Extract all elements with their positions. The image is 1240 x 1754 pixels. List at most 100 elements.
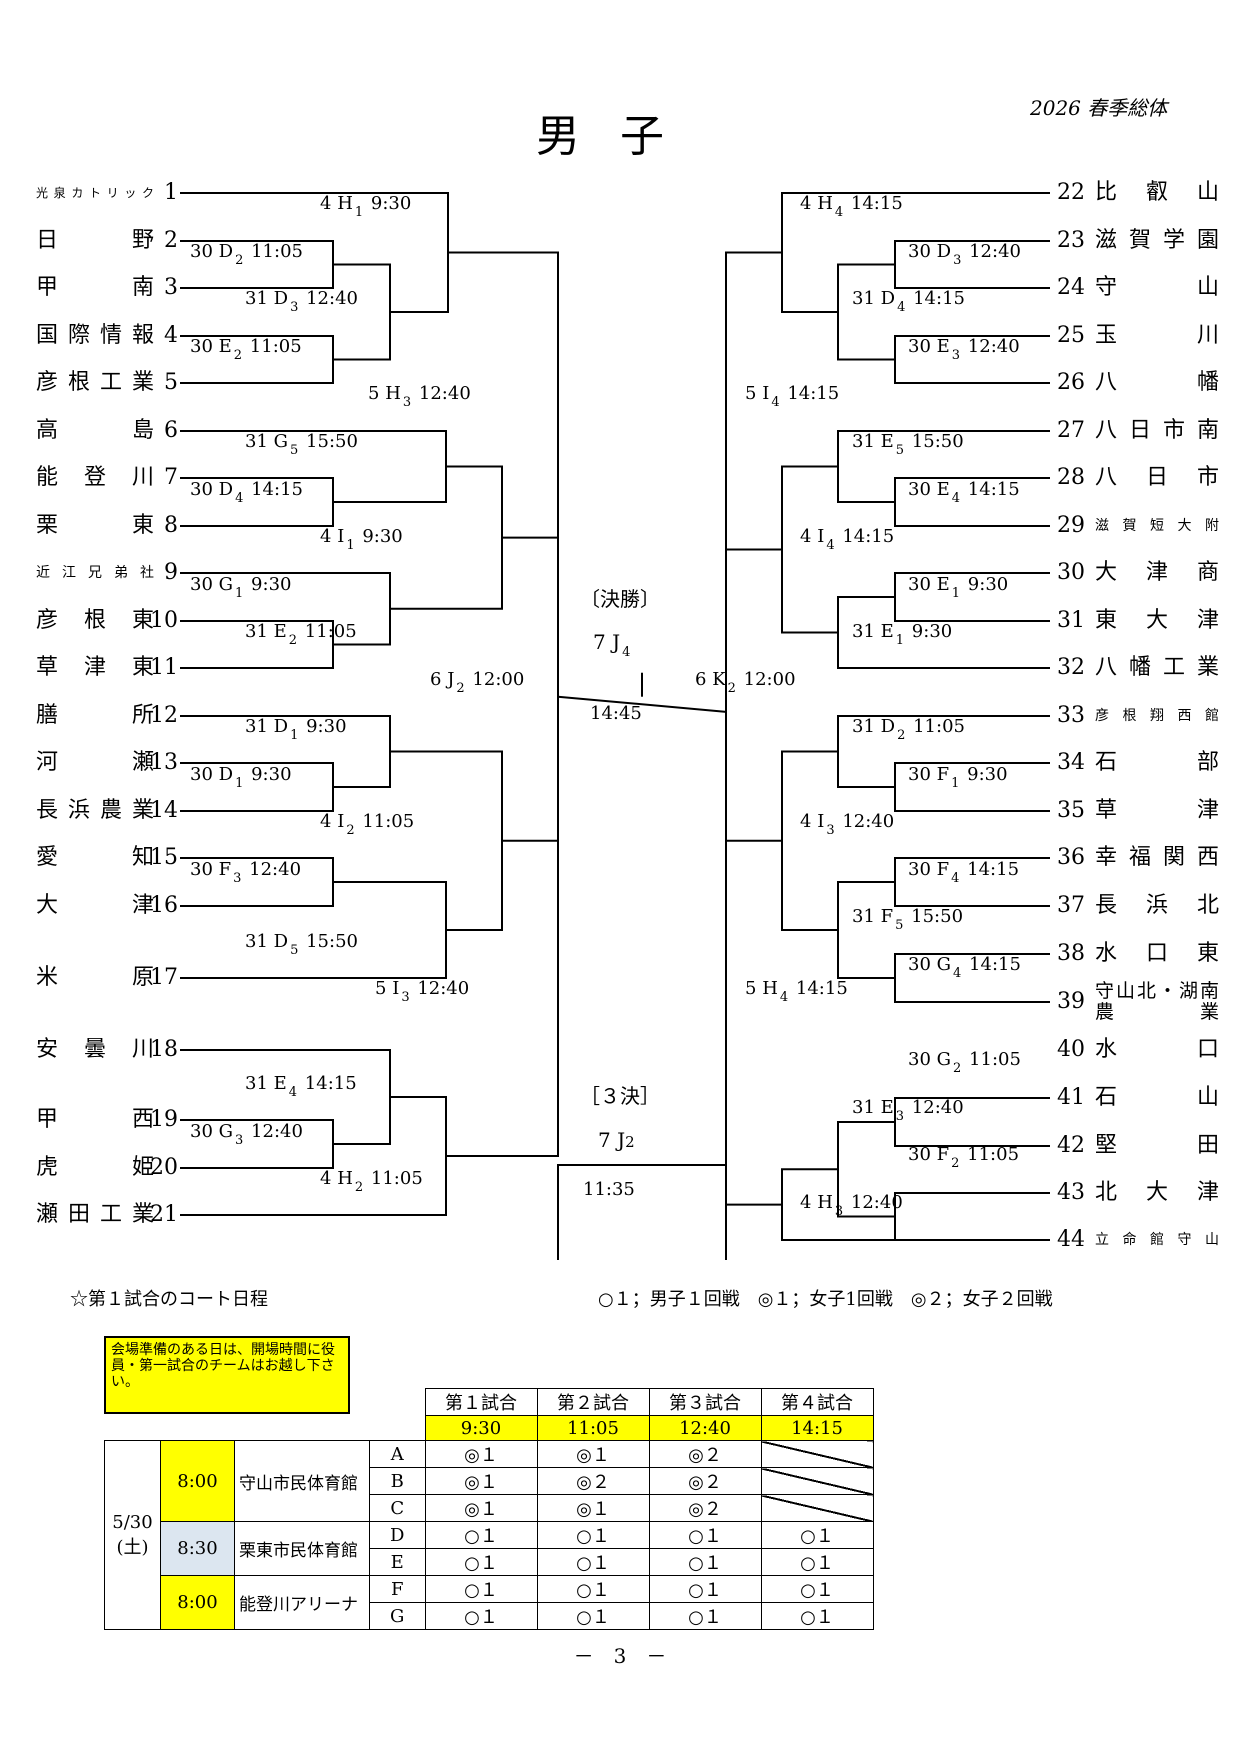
bracket-line [781,750,838,931]
bracket-line [180,1096,447,1216]
team-name: 草津東 [36,655,154,680]
team-name: 比叡山 [1095,180,1219,205]
team-name: 長浜農業 [36,798,154,823]
court-letter: B [369,1467,426,1495]
game-cell: ○１ [760,1575,874,1603]
team-number: 36 [1057,845,1085,870]
game-cell: ◎２ [648,1467,762,1495]
page-subtitle: 2026 春季総体 [1030,96,1168,120]
game-cell: ○１ [648,1575,762,1603]
court-letter: C [369,1494,426,1522]
bracket-line [333,263,391,361]
team-name: 石山 [1095,1085,1219,1110]
schedule-date: 5/30(土) [104,1440,161,1630]
team-number: 16 [150,893,178,918]
team-number: 28 [1057,465,1085,490]
team-entry: 守山北・湖南農業 39 [1055,978,1235,1026]
team-number: 34 [1057,750,1085,775]
team-name: 能登川 [36,465,154,490]
team-number: 35 [1057,798,1085,823]
team-name: 栗東 [36,513,154,538]
team-number: 12 [150,703,178,728]
legend-text: ○１；男子１回戦 ◎１；女子1回戦 ◎２；女子２回戦 [598,1289,1053,1310]
empty-slot [760,1494,874,1522]
final-title: 〔決勝〕 [580,587,660,611]
team-name: 水口 [1095,1037,1219,1062]
team-name: 草津 [1095,798,1219,823]
open-time: 8:00 [160,1575,235,1630]
team-number: 39 [1057,989,1085,1014]
court-letter: E [369,1548,426,1576]
game-time: 9:30 [424,1415,538,1441]
empty-slot [760,1440,874,1468]
bracket-line [557,1164,727,1260]
team-name: 八幡 [1095,370,1219,395]
team-name: 北大津 [1095,1180,1219,1205]
team-entry: 石山 41 [1055,1074,1235,1122]
third-place-match-label: 7 J2 [598,1128,635,1152]
team-number: 10 [150,608,178,633]
game-header: 第１試合 [424,1388,538,1416]
game-cell: ○１ [424,1602,538,1630]
team-number: 17 [150,965,178,990]
bracket-line [837,263,895,361]
game-cell: ◎２ [648,1494,762,1522]
game-time: 11:05 [536,1415,650,1441]
game-time: 12:40 [648,1415,762,1441]
game-cell: ○１ [536,1521,650,1549]
team-number: 25 [1057,323,1085,348]
team-number: 37 [1057,893,1085,918]
game-cell: ○１ [536,1575,650,1603]
game-cell: ○１ [536,1602,650,1630]
team-number: 6 [164,418,178,443]
game-cell: ○１ [424,1548,538,1576]
team-name: 守山北・湖南農業 [1095,980,1219,1023]
team-number: 41 [1057,1085,1085,1110]
venue-name: 守山市民体育館 [234,1440,370,1522]
team-number: 42 [1057,1133,1085,1158]
team-number: 8 [164,513,178,538]
team-name: 立命館守山 [1095,1232,1219,1248]
team-number: 5 [164,370,178,395]
team-number: 2 [164,228,178,253]
game-cell: ○１ [648,1521,762,1549]
team-name: 八日市南 [1095,418,1219,443]
game-cell: ○１ [648,1548,762,1576]
court-schedule-note: ☆第１試合のコート日程 [70,1289,268,1310]
game-cell: ○１ [424,1575,538,1603]
empty-slot [760,1467,874,1495]
team-number: 9 [164,560,178,585]
team-name: 堅田 [1095,1133,1219,1158]
final-time: 14:45 [590,703,642,724]
team-number: 20 [150,1155,178,1180]
team-number: 23 [1057,228,1085,253]
